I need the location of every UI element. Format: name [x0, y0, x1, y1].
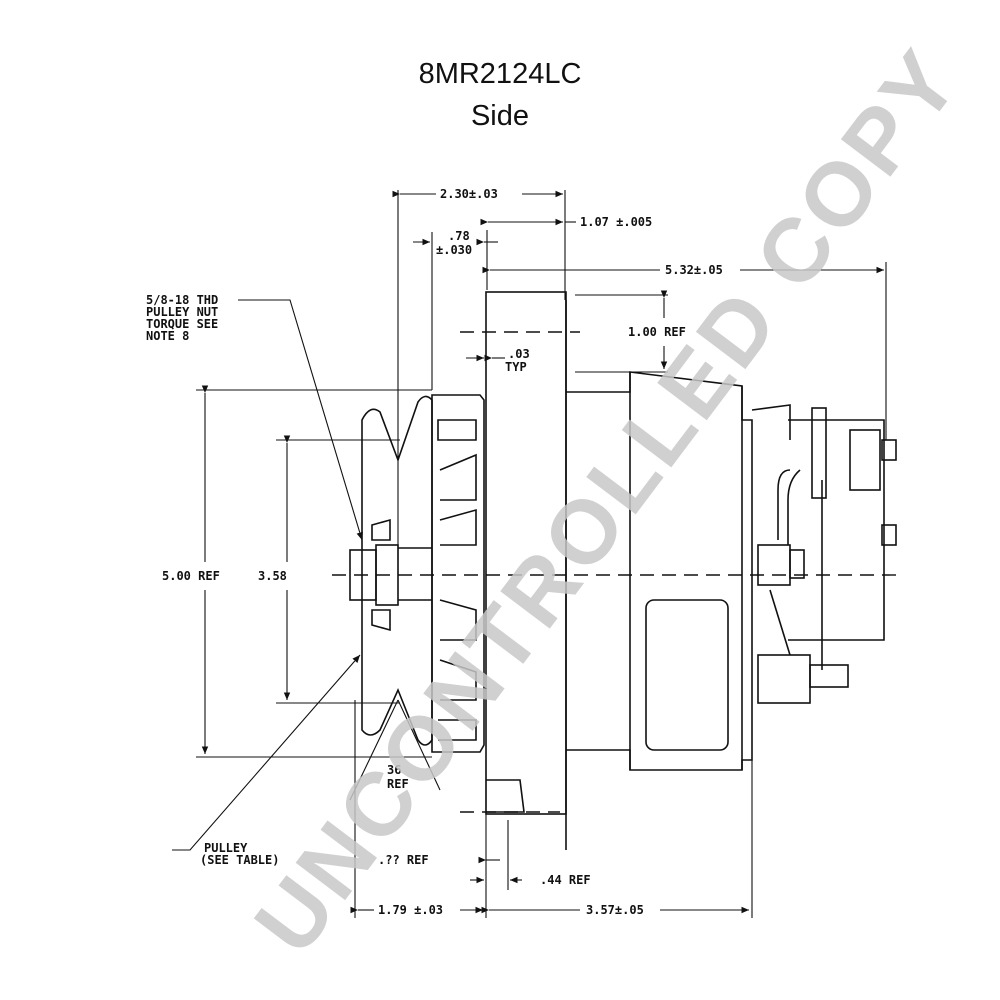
- rear-terminals: [757, 407, 897, 704]
- dim-angle-b: REF: [387, 777, 409, 791]
- dim-5-32: 5.32±.05: [665, 263, 723, 277]
- dim-0-44-ref: .44 REF: [540, 873, 591, 887]
- dim-angle-a: 36: [387, 763, 401, 777]
- dim-2-30: 2.30±.03: [440, 187, 498, 201]
- dim-1-79: 1.79 ±.03: [378, 903, 443, 917]
- dim-1-00-ref: 1.00 REF: [628, 325, 686, 339]
- dimension-lines: [196, 190, 887, 918]
- dim-3-57: 3.57±.05: [586, 903, 644, 917]
- drawing-subtitle: Side: [470, 100, 530, 132]
- dim-0-78-b: ±.030: [436, 243, 472, 257]
- dim-0-03-b: TYP: [505, 360, 527, 374]
- nut-callout-line-3: TORQUE SEE: [146, 317, 218, 331]
- callout-labels: 5/8-18 THD PULLEY NUT TORQUE SEE NOTE 8 …: [146, 293, 279, 867]
- fan: [398, 394, 485, 753]
- rear-housing: [566, 371, 791, 771]
- dim-3-58: 3.58: [258, 569, 287, 583]
- pulley-callout-line-2: (SEE TABLE): [200, 853, 279, 867]
- drawing-title: 8MR2124LC: [418, 58, 582, 90]
- nut-callout-line-1: 5/8-18 THD: [146, 293, 218, 307]
- dim-0-03-a: .03: [508, 347, 530, 361]
- watermark-text: UNCONTROLLED COPY: [236, 31, 980, 972]
- nut-callout-line-2: PULLEY NUT: [146, 305, 218, 319]
- dim-0-78-a: .78: [448, 229, 470, 243]
- dim-ref-bottom: .?? REF: [378, 853, 429, 867]
- pulley-callout-line-1: PULLEY: [204, 841, 248, 855]
- dim-1-07: 1.07 ±.005: [580, 215, 652, 229]
- dim-5-00-ref: 5.00 REF: [162, 569, 220, 583]
- leader-lines: [172, 299, 363, 851]
- nut-callout-line-4: NOTE 8: [146, 329, 189, 343]
- dimension-labels: 2.30±.03 1.07 ±.005 .78 ±.030 5.32±.05 1…: [162, 187, 723, 917]
